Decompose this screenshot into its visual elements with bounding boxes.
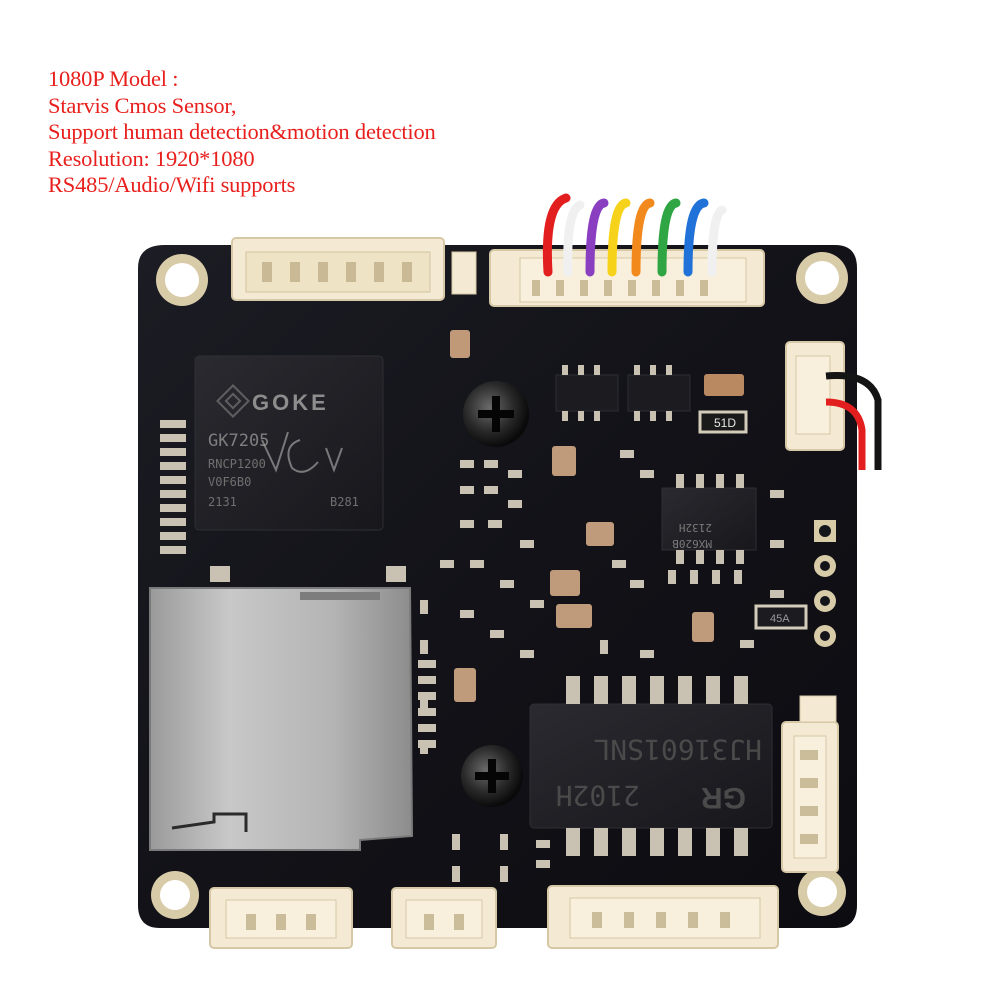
resistor-marking: 51D — [714, 416, 736, 430]
soc-part: GK7205 — [208, 431, 269, 451]
flash-chip: MX620B 2132H — [661, 474, 757, 564]
inductor: 45A — [754, 604, 808, 630]
connector-right-4pin — [781, 695, 839, 873]
soc-line4-left: 2131 — [208, 495, 237, 509]
connector-bottom-right — [547, 885, 779, 949]
screw-top — [463, 381, 529, 447]
connector-bottom-center — [391, 887, 497, 949]
capacitors — [454, 446, 714, 702]
flash-line2: 2132H — [679, 521, 712, 534]
spec-line-detection: Support human detection&motion detection — [48, 119, 436, 144]
smd-pad-field — [420, 450, 784, 754]
connector-top-left — [231, 237, 477, 301]
spec-line-sensor: Starvis Cmos Sensor, — [48, 92, 237, 118]
ethernet-transformer: HJ31601SNL 2102H GR — [529, 676, 773, 856]
sd-pin-pads — [418, 660, 436, 748]
handwritten-mark — [261, 431, 343, 473]
sd-card-slot — [149, 566, 414, 851]
spec-text-block: 1080P Model : Starvis Cmos Sensor, Suppo… — [48, 66, 436, 199]
transformer-logo: GR — [701, 781, 746, 814]
transformer-line2: 2102H — [556, 779, 640, 812]
bottom-pad-rows — [452, 834, 550, 882]
spec-line-resolution: Resolution: 1920*1080 — [48, 145, 255, 171]
soc-line3: V0F6B0 — [208, 475, 251, 489]
soc-chip: GOKE GK7205 RNCP1200 V0F6B0 2131 B281 — [194, 355, 384, 531]
connector-top-wired — [489, 193, 765, 307]
inductor-marking: 45A — [770, 613, 790, 625]
spec-line-model: 1080P Model : — [48, 66, 179, 91]
transformer-line1: HJ31601SNL — [593, 733, 762, 766]
screw-bottom — [461, 745, 523, 807]
small-ics-top: 51D — [450, 330, 748, 434]
connector-right-wired — [785, 341, 882, 470]
soc-line4-right: B281 — [330, 495, 359, 509]
mounting-holes — [151, 252, 848, 919]
right-through-holes — [814, 520, 836, 647]
soc-line2: RNCP1200 — [208, 457, 266, 471]
spec-line-interfaces: RS485/Audio/Wifi supports — [48, 172, 296, 197]
flash-line1: MX620B — [672, 537, 712, 550]
soc-brand: GOKE — [252, 390, 329, 415]
connector-bottom-left — [209, 887, 353, 949]
left-pad-array — [160, 420, 186, 554]
